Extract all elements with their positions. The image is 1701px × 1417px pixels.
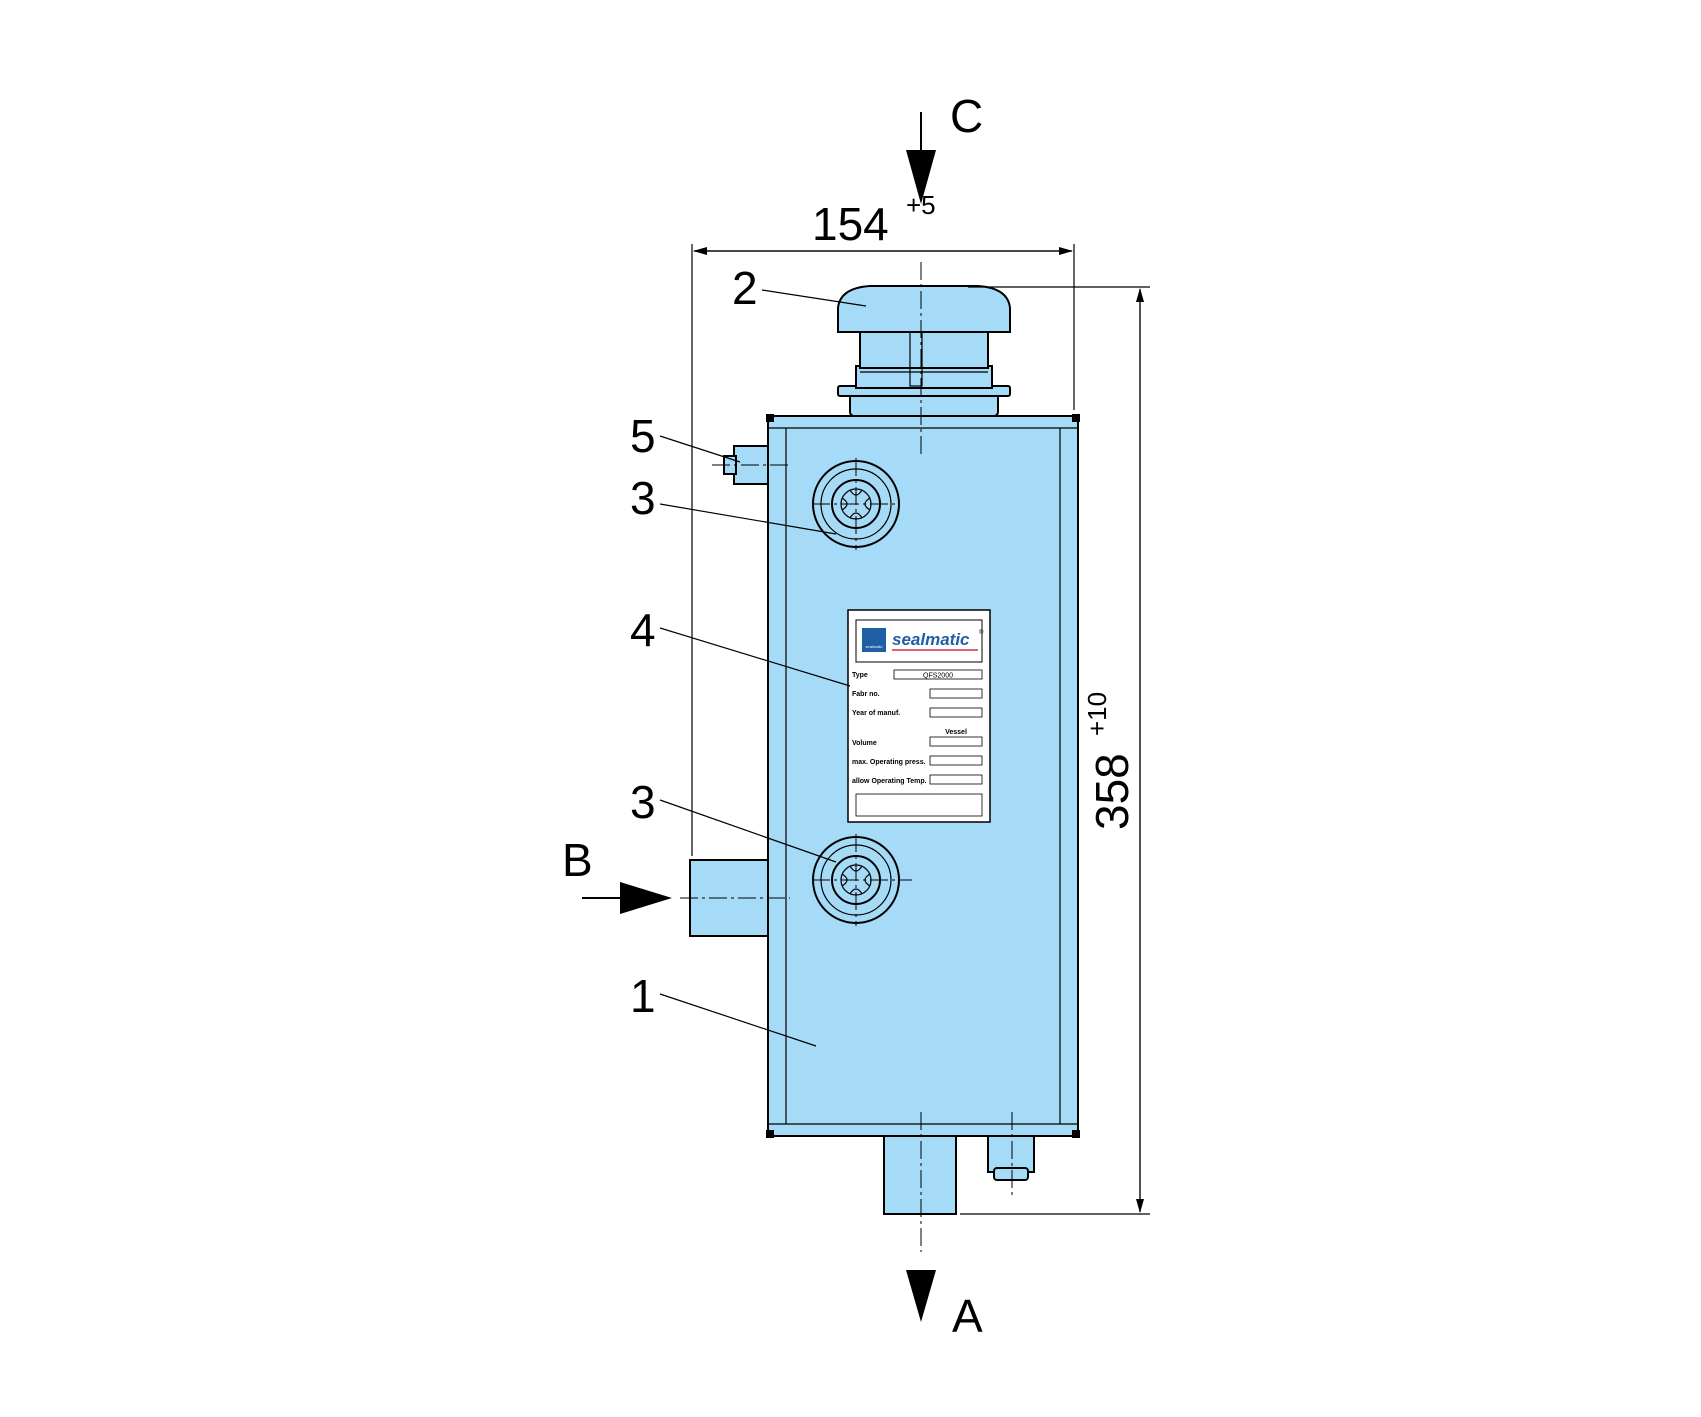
inlet-nozzle-b xyxy=(689,859,769,937)
breather-cap xyxy=(837,285,1011,417)
drain-plug xyxy=(987,1135,1035,1181)
plate-year-label: Year of manuf. xyxy=(852,710,900,717)
flow-label-c: C xyxy=(950,90,983,142)
width-dimension-value: 154 xyxy=(812,198,889,250)
flow-arrow-c xyxy=(906,112,936,204)
callout-leaders xyxy=(659,289,867,1047)
brand-logo-icon xyxy=(862,628,886,652)
callout-1: 1 xyxy=(630,970,656,1022)
callout-3-lower: 3 xyxy=(630,776,656,828)
callout-3-upper: 3 xyxy=(630,472,656,524)
flow-label-a: A xyxy=(952,1290,983,1342)
callout-5: 5 xyxy=(630,410,656,462)
width-dimension xyxy=(691,244,1075,856)
plate-vessel-header: Vessel xyxy=(945,729,967,736)
callout-2: 2 xyxy=(732,262,758,314)
nameplate: sealmatic sealmatic ® Type QFS2000 Fabr … xyxy=(847,609,991,823)
plate-pressure-label: max. Operating press. xyxy=(852,759,926,766)
brand-name: sealmatic xyxy=(892,630,970,649)
plate-type-value: QFS2000 xyxy=(923,673,953,680)
center-lines xyxy=(680,262,1013,1252)
flow-label-b: B xyxy=(562,834,593,886)
outlet-nozzle-a xyxy=(883,1135,957,1215)
flow-arrow-a xyxy=(906,1270,936,1322)
plate-volume-label: Volume xyxy=(852,740,877,747)
plate-temp-label: allow Operating Temp. xyxy=(852,778,927,785)
brand-mark: ® xyxy=(979,629,984,636)
callout-4: 4 xyxy=(630,604,656,656)
height-dimension-value: 358 xyxy=(1086,753,1138,830)
brand-logo-text: sealmatic xyxy=(866,644,883,649)
width-dimension-tolerance: +5 xyxy=(906,190,936,220)
height-dimension xyxy=(960,286,1150,1215)
height-dimension-tolerance: +10 xyxy=(1082,692,1112,736)
plate-type-label: Type xyxy=(852,672,868,679)
plate-fabr-label: Fabr no. xyxy=(852,691,880,698)
flow-arrow-b xyxy=(582,882,672,914)
